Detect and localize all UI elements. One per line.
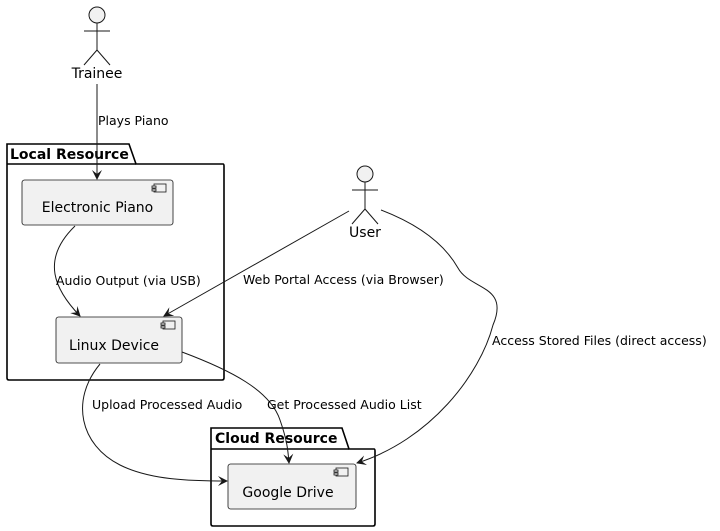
edge-web-portal — [163, 210, 350, 317]
component-linux-label: Linux Device — [69, 338, 159, 354]
edge-upload-audio — [82, 363, 228, 486]
edge-get-list-label: Get Processed Audio List — [267, 397, 422, 412]
package-local-title: Local Resource — [10, 147, 129, 163]
edge-web-portal-label: Web Portal Access (via Browser) — [243, 272, 444, 287]
component-electronic-piano[interactable]: Electronic Piano — [21, 179, 174, 226]
edge-access-files — [356, 209, 498, 466]
component-google-drive[interactable]: Google Drive — [227, 463, 357, 510]
edge-get-list — [181, 351, 294, 464]
edge-upload-audio-label: Upload Processed Audio — [92, 397, 242, 412]
edge-plays-piano-label: Plays Piano — [98, 113, 169, 128]
component-linux-device[interactable]: Linux Device — [55, 316, 183, 364]
actor-trainee[interactable]: Trainee — [71, 6, 123, 82]
actor-user[interactable]: User — [349, 165, 381, 241]
edge-audio-output-label: Audio Output (via USB) — [56, 273, 201, 288]
package-cloud-title: Cloud Resource — [215, 431, 337, 447]
edge-audio-output — [54, 225, 81, 317]
actor-user-label: User — [349, 225, 381, 241]
component-piano-label: Electronic Piano — [42, 200, 154, 216]
component-drive-label: Google Drive — [242, 485, 333, 501]
edge-access-files-label: Access Stored Files (direct access) — [492, 333, 707, 348]
actor-trainee-label: Trainee — [71, 66, 123, 82]
